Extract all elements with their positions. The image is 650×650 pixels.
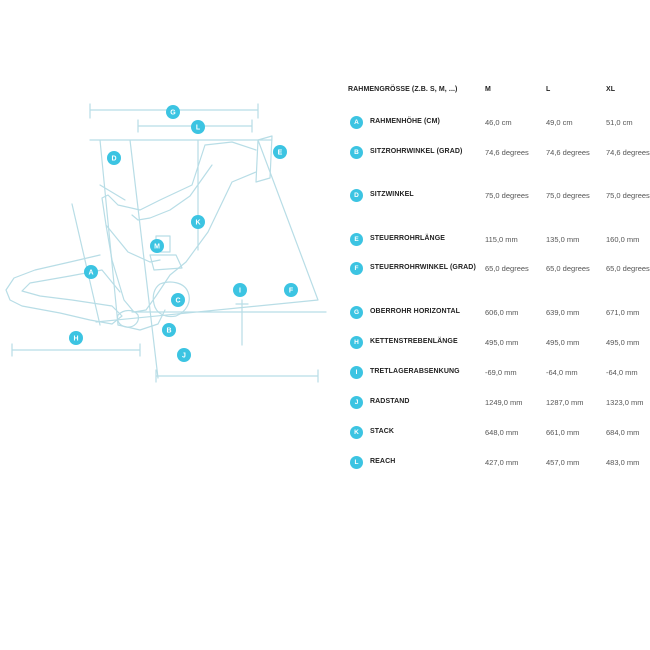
header-size-m: M: [485, 86, 491, 93]
letter-badge: E: [350, 233, 363, 246]
value-xl: 671,0 mm: [606, 308, 640, 317]
row-label: TRETLAGERABSENKUNG: [370, 368, 460, 375]
value-m: 648,0 mm: [485, 428, 519, 437]
svg-text:L: L: [196, 125, 201, 132]
value-xl: 684,0 mm: [606, 428, 640, 437]
value-m: 115,0 mm: [485, 235, 518, 244]
value-m: 65,0 degrees: [485, 264, 529, 273]
value-m: 75,0 degrees: [485, 191, 529, 200]
svg-text:H: H: [73, 336, 78, 343]
letter-badge: K: [350, 426, 363, 439]
marker-I: I: [233, 283, 247, 297]
svg-text:B: B: [166, 328, 171, 335]
row-label: RAHMENHÖHE (CM): [370, 118, 440, 125]
svg-text:K: K: [195, 220, 200, 227]
marker-J: J: [177, 348, 191, 362]
value-xl: 74,6 degrees: [606, 148, 650, 157]
letter-badge: I: [350, 366, 363, 379]
value-xl: -64,0 mm: [606, 368, 638, 377]
value-xl: 483,0 mm: [606, 458, 640, 467]
marker-F: F: [284, 283, 298, 297]
letter-badge: A: [350, 116, 363, 129]
row-label: KETTENSTREBENLÄNGE: [370, 338, 458, 345]
value-l: 49,0 cm: [546, 118, 573, 127]
value-m: -69,0 mm: [485, 368, 517, 377]
header-frame-size: RAHMENGRÖSSE (Z.B. S, M, ...): [348, 86, 458, 93]
marker-A: A: [84, 265, 98, 279]
row-label: REACH: [370, 458, 396, 465]
marker-M: M: [150, 239, 164, 253]
letter-badge: B: [350, 146, 363, 159]
value-xl: 1323,0 mm: [606, 398, 644, 407]
value-l: 135,0 mm: [546, 235, 580, 244]
row-label: STEUERROHRLÄNGE: [370, 235, 446, 242]
value-l: 495,0 mm: [546, 338, 580, 347]
value-l: 457,0 mm: [546, 458, 580, 467]
letter-badge: F: [350, 262, 363, 275]
frame-geometry-diagram: G L D E K M A I F C B H J: [5, 103, 327, 383]
value-m: 495,0 mm: [485, 338, 519, 347]
marker-B: B: [162, 323, 176, 337]
row-label: SITZROHRWINKEL (GRAD): [370, 148, 463, 155]
row-label: SITZWINKEL: [370, 191, 414, 198]
svg-text:G: G: [170, 110, 176, 117]
svg-text:A: A: [88, 270, 93, 277]
value-l: 74,6 degrees: [546, 148, 590, 157]
svg-text:C: C: [175, 298, 180, 305]
linkage-detail: [116, 235, 190, 328]
value-xl: 160,0 mm: [606, 235, 640, 244]
letter-badge: L: [350, 456, 363, 469]
row-label: OBERROHR HORIZONTAL: [370, 308, 461, 315]
row-label: STACK: [370, 428, 395, 435]
marker-K: K: [191, 215, 205, 229]
value-xl: 75,0 degrees: [606, 191, 650, 200]
svg-text:D: D: [111, 156, 116, 163]
value-l: 65,0 degrees: [546, 264, 590, 273]
value-l: 75,0 degrees: [546, 191, 590, 200]
row-label: STEUERROHRWINKEL (GRAD): [370, 264, 476, 271]
value-m: 606,0 mm: [485, 308, 519, 317]
svg-text:F: F: [289, 288, 294, 295]
svg-text:M: M: [154, 244, 160, 251]
marker-C: C: [171, 293, 185, 307]
marker-L: L: [191, 120, 205, 134]
marker-D: D: [107, 151, 121, 165]
value-xl: 495,0 mm: [606, 338, 640, 347]
row-label: RADSTAND: [370, 398, 410, 405]
svg-text:I: I: [239, 288, 241, 295]
header-size-xl: XL: [606, 86, 616, 93]
svg-text:E: E: [278, 150, 283, 157]
marker-G: G: [166, 105, 180, 119]
value-m: 1249,0 mm: [485, 398, 523, 407]
value-xl: 65,0 degrees: [606, 264, 650, 273]
value-xl: 51,0 cm: [606, 118, 633, 127]
letter-badge: H: [350, 336, 363, 349]
value-m: 46,0 cm: [485, 118, 512, 127]
svg-text:J: J: [182, 353, 186, 360]
marker-E: E: [273, 145, 287, 159]
frame-outline: [5, 135, 273, 331]
value-l: 639,0 mm: [546, 308, 580, 317]
value-m: 427,0 mm: [485, 458, 519, 467]
letter-badge: J: [350, 396, 363, 409]
letter-badge: G: [350, 306, 363, 319]
marker-H: H: [69, 331, 83, 345]
value-l: 661,0 mm: [546, 428, 580, 437]
value-l: 1287,0 mm: [546, 398, 584, 407]
letter-badge: D: [350, 189, 363, 202]
value-m: 74,6 degrees: [485, 148, 529, 157]
header-size-l: L: [546, 86, 551, 93]
value-l: -64,0 mm: [546, 368, 578, 377]
